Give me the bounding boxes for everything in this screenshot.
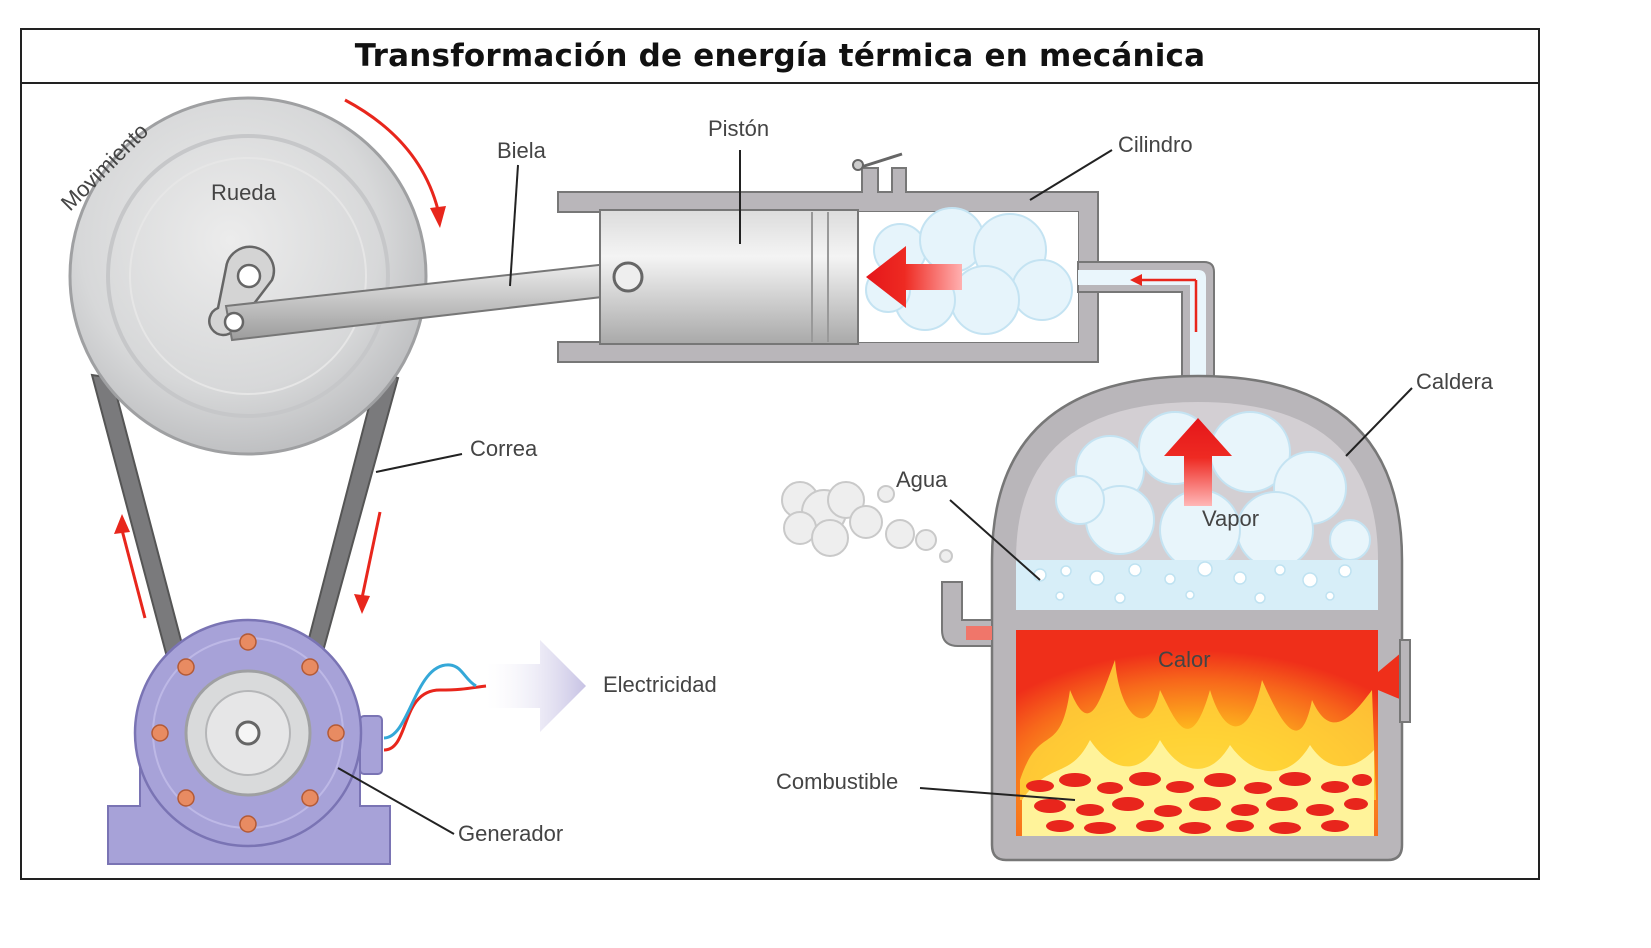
generator-group bbox=[107, 618, 586, 865]
label-generador: Generador bbox=[458, 821, 563, 846]
label-calor: Calor bbox=[1158, 647, 1211, 672]
leader-lines bbox=[337, 149, 1413, 835]
label-combustible: Combustible bbox=[776, 769, 898, 794]
firebox-door bbox=[1378, 652, 1402, 700]
wire-blue bbox=[383, 663, 477, 740]
boiler-group bbox=[781, 374, 1411, 862]
diagram-title: Transformación de energía térmica en mec… bbox=[354, 38, 1206, 74]
label-vapor: Vapor bbox=[1202, 506, 1259, 531]
smoke bbox=[781, 481, 953, 563]
title-bar: Transformación de energía térmica en mec… bbox=[22, 30, 1538, 84]
wire-red bbox=[383, 684, 487, 752]
label-electricidad: Electricidad bbox=[603, 672, 717, 697]
wheel-group bbox=[68, 96, 630, 708]
label-agua: Agua bbox=[896, 467, 948, 492]
generator-bolts bbox=[151, 633, 345, 833]
steam-push-arrow bbox=[866, 246, 962, 308]
label-caldera: Caldera bbox=[1416, 369, 1494, 394]
belt-arrow-up bbox=[120, 529, 147, 619]
electricity-arrow bbox=[486, 640, 586, 732]
label-piston: Pistón bbox=[708, 116, 769, 141]
label-rueda: Rueda bbox=[211, 180, 277, 205]
label-cilindro: Cilindro bbox=[1118, 132, 1193, 157]
label-biela: Biela bbox=[497, 138, 547, 163]
label-correa: Correa bbox=[470, 436, 538, 461]
water bbox=[1016, 560, 1378, 610]
belt-arrow-down bbox=[360, 511, 382, 599]
fuel-coals bbox=[1026, 772, 1372, 834]
rotation-arrow bbox=[344, 98, 440, 211]
cylinder-group bbox=[557, 152, 1215, 401]
vapor-arrow bbox=[1164, 418, 1232, 506]
